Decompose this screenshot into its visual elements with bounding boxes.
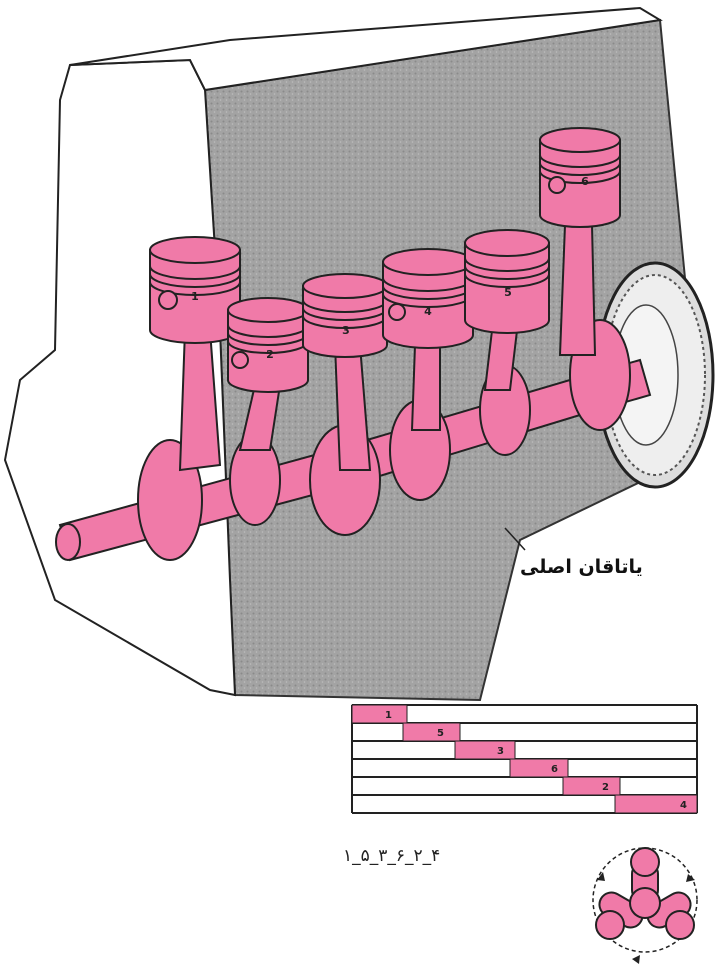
firing-bar-1 [352, 705, 407, 723]
firing-order-text: ۱_۵_۳_۶_۲_۴ [343, 846, 440, 866]
piston-number-5: 5 [504, 286, 512, 299]
piston-number-2: 2 [266, 348, 274, 361]
firing-bar-5 [563, 777, 620, 795]
crank-angle-symbol [593, 848, 697, 964]
firing-label-3: 3 [497, 746, 504, 757]
piston-3 [303, 274, 387, 357]
firing-bar-3 [455, 741, 515, 759]
piston-number-4: 4 [424, 305, 432, 318]
firing-bar-2 [403, 723, 460, 741]
piston-number-1: 1 [191, 290, 199, 303]
piston-4 [383, 249, 473, 348]
firing-label-6: 4 [680, 800, 687, 811]
piston-5 [465, 230, 549, 333]
piston-2 [228, 298, 308, 392]
firing-label-4: 6 [551, 764, 558, 775]
firing-bar-4 [510, 759, 568, 777]
main-bearing-label: یاتاقان اصلی [520, 556, 643, 578]
piston-number-3: 3 [342, 324, 350, 337]
firing-label-5: 2 [602, 782, 609, 793]
firing-label-2: 5 [437, 728, 444, 739]
firing-order-chart: 1 5 3 6 2 4 [352, 705, 697, 813]
piston-6 [540, 128, 620, 227]
firing-label-1: 1 [385, 710, 392, 721]
rod-6 [560, 225, 595, 355]
rod-4 [412, 345, 440, 430]
piston-number-6: 6 [581, 175, 589, 188]
